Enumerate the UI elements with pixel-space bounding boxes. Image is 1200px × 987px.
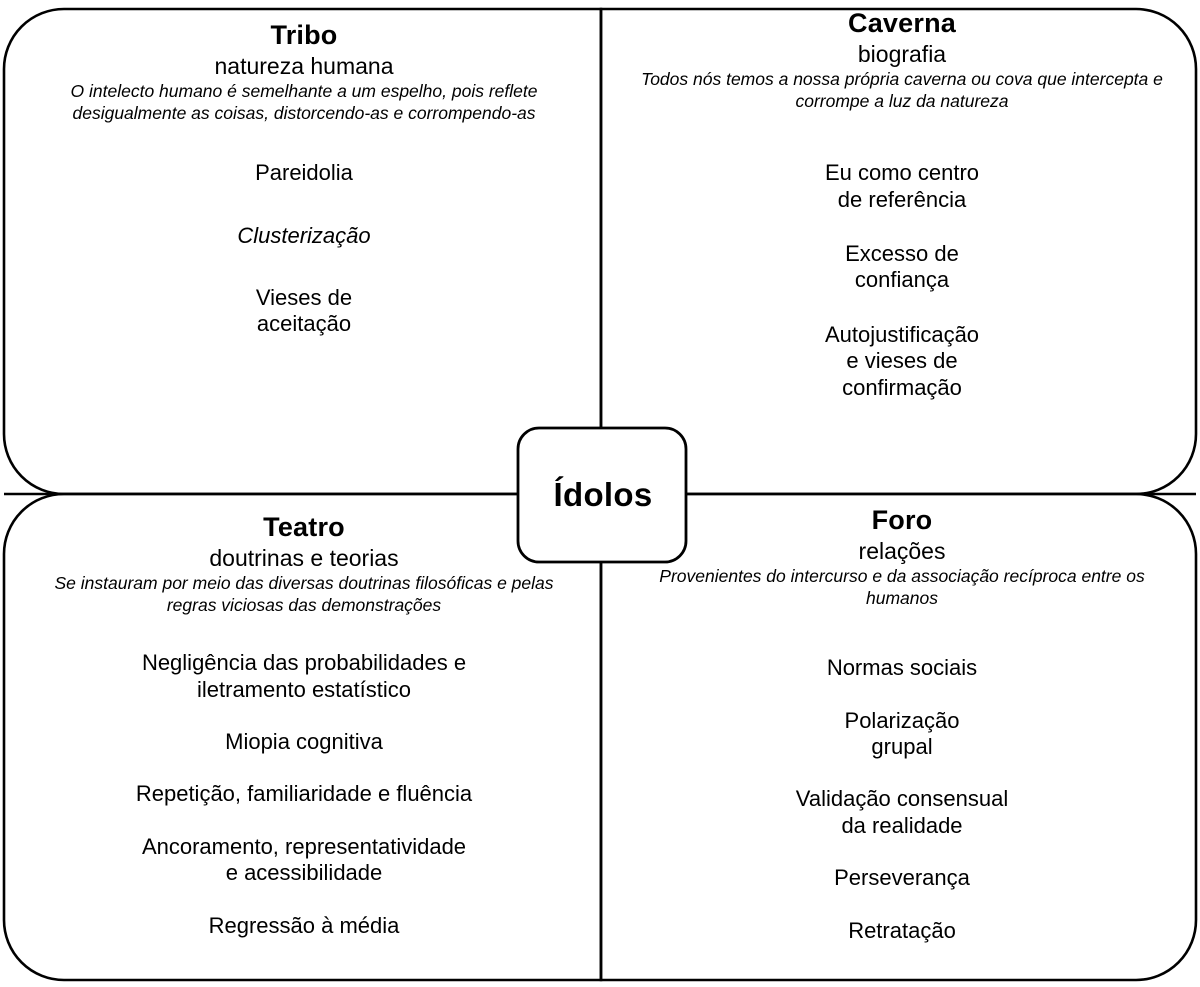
list-item: Miopia cognitiva: [225, 728, 383, 754]
list-item: Clusterização: [237, 222, 371, 248]
quadrant-quote-caverna: Todos nós temos a nossa própria caverna …: [641, 69, 1163, 111]
list-item: Perseverança: [834, 865, 970, 891]
quadrant-subtitle-caverna: biografia: [857, 41, 947, 68]
quadrant-quote-teatro: Se instauram por meio das diversas doutr…: [54, 573, 554, 615]
center-hub-label: Ídolos: [553, 476, 653, 513]
list-item: Regressão à média: [208, 912, 400, 938]
quadrant-teatro: Teatro doutrinas e teorias Se instauram …: [14, 512, 594, 965]
quadrant-quote-tribo: O intelecto humano é semelhante a um esp…: [70, 81, 538, 123]
list-item: Retratação: [848, 917, 956, 943]
quadrant-title-tribo: Tribo: [270, 20, 338, 50]
quadrant-subtitle-tribo: natureza humana: [214, 53, 394, 80]
quadrant-tribo: Tribo natureza humana O intelecto humano…: [14, 20, 594, 374]
quadrant-subtitle-teatro: doutrinas e teorias: [209, 545, 399, 572]
quadrant-subtitle-foro: relações: [858, 538, 946, 565]
quadrant-caverna: Caverna biografia Todos nós temos a noss…: [610, 8, 1194, 429]
quadrant-title-caverna: Caverna: [848, 8, 956, 38]
quadrant-title-foro: Foro: [871, 505, 933, 535]
quadrant-title-teatro: Teatro: [263, 512, 345, 542]
quadrant-quote-foro: Provenientes do intercurso e da associaç…: [659, 566, 1145, 608]
list-item: Pareidolia: [255, 160, 353, 186]
list-item: Repetição, familiaridade e fluência: [135, 781, 473, 807]
list-item: Normas sociais: [826, 655, 978, 681]
quadrant-foro: Foro relações Provenientes do intercurso…: [610, 505, 1194, 970]
